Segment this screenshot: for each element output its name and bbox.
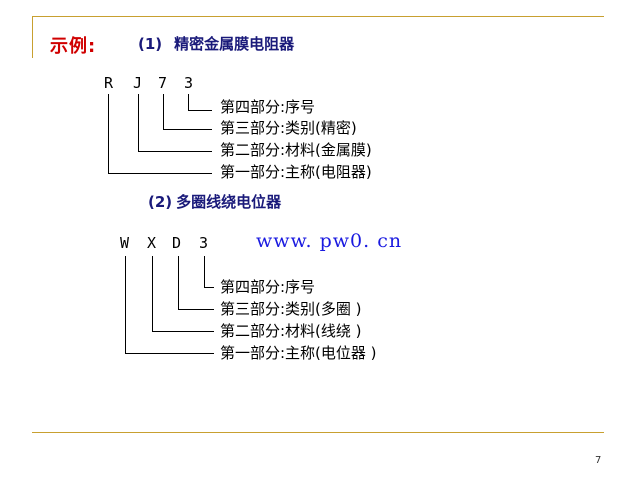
bracket1-vertical-2 [138, 94, 139, 152]
bracket1-horizontal-1 [108, 173, 212, 174]
code2-letter-3: D [172, 234, 182, 252]
code2-part2-label: 第二部分:材料(线绕 ) [220, 322, 362, 340]
bracket2-vertical-1 [125, 256, 126, 354]
bracket1-horizontal-2 [138, 151, 212, 152]
slide-frame-top-line [32, 16, 604, 17]
code2-part3-label: 第三部分:类别(多圈 ) [220, 300, 362, 318]
section-1-number: (1) [138, 35, 163, 53]
code2-letter-2: X [147, 234, 157, 252]
bracket2-vertical-2 [152, 256, 153, 332]
bracket2-horizontal-1 [125, 353, 214, 354]
bracket2-horizontal-2 [152, 331, 214, 332]
code1-part2-label: 第二部分:材料(金属膜) [220, 141, 372, 159]
code1-letter-4: 3 [184, 74, 194, 92]
code2-letter-4: 3 [199, 234, 209, 252]
code2-letter-1: W [120, 234, 130, 252]
code1-letter-2: J [133, 74, 143, 92]
section-2-heading: (2)多圈线绕电位器 [148, 191, 281, 212]
section-2-title: 多圈线绕电位器 [176, 193, 282, 211]
code1-letter-1: R [104, 74, 114, 92]
example-label: 示例: [50, 36, 97, 57]
code1-part1-label: 第一部分:主称(电阻器) [220, 163, 372, 181]
section-1-heading: (1) 精密金属膜电阻器 [138, 33, 294, 54]
slide-frame-bottom-line [32, 432, 604, 433]
code1-letter-3: 7 [158, 74, 168, 92]
section-2-number: (2) [148, 193, 173, 211]
bracket1-horizontal-3 [163, 129, 212, 130]
bracket1-vertical-3 [163, 94, 164, 130]
bracket1-vertical-4 [188, 94, 189, 111]
watermark-url: www. pw0. cn [256, 230, 403, 252]
section-1-title: 精密金属膜电阻器 [174, 35, 295, 53]
page-number: 7 [595, 455, 602, 466]
code1-part3-label: 第三部分:类别(精密) [220, 119, 357, 137]
code1-part4-label: 第四部分:序号 [220, 98, 316, 116]
code2-part4-label: 第四部分:序号 [220, 278, 316, 296]
bracket1-horizontal-4 [188, 110, 212, 111]
bracket2-horizontal-4 [204, 287, 214, 288]
bracket1-vertical-1 [108, 94, 109, 174]
code2-part1-label: 第一部分:主称(电位器 ) [220, 344, 377, 362]
bracket2-horizontal-3 [178, 309, 214, 310]
bracket2-vertical-3 [178, 256, 179, 310]
bracket2-vertical-4 [204, 256, 205, 288]
slide-frame-left-line [32, 16, 33, 58]
